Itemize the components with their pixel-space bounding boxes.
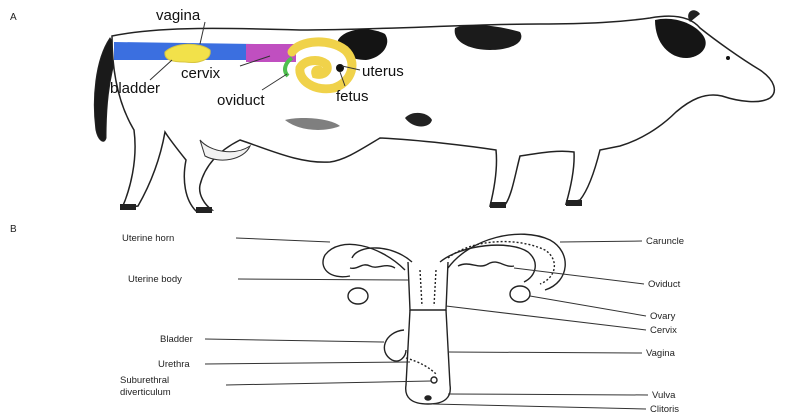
cow-illustration	[94, 10, 774, 213]
leader-suburethral	[226, 381, 431, 385]
bladder-b	[384, 330, 406, 361]
panel-b-letter: B	[10, 224, 17, 235]
leader-urethra	[205, 362, 410, 364]
label-b-caruncle: Caruncle	[646, 236, 684, 247]
vagina-tube	[406, 310, 451, 404]
label-b-ovary: Ovary	[650, 311, 676, 322]
cow-hoof-2	[196, 207, 212, 213]
leader-uterine-body	[238, 279, 408, 280]
ovary-right	[510, 286, 530, 302]
label-b-clitoris: Clitoris	[650, 404, 679, 415]
label-b-vulva: Vulva	[652, 390, 676, 401]
label-a-cervix: cervix	[181, 65, 221, 82]
label-b-urethra: Urethra	[158, 359, 190, 370]
leader-oviduct	[514, 268, 644, 284]
ovary-left	[348, 288, 368, 304]
leader-vulva	[448, 394, 648, 395]
suburethral-diverticulum-b	[431, 377, 437, 383]
uterine-horns-outer-right	[448, 234, 565, 290]
uterine-horns-inner-left	[352, 248, 412, 262]
label-a-oviduct: oviduct	[217, 92, 265, 109]
label-a-fetus: fetus	[336, 88, 369, 105]
reproductive-tract-b	[323, 234, 565, 404]
label-b-vagina: Vagina	[646, 348, 676, 359]
cow-hoof-1	[120, 204, 136, 210]
cervix-rings	[420, 270, 436, 306]
oviduct-coil-left	[350, 265, 395, 268]
oviduct-coil-right	[458, 262, 514, 266]
leader-bladder	[205, 339, 384, 342]
caruncle-dots	[448, 242, 554, 284]
label-b-bladder: Bladder	[160, 334, 193, 345]
cow-ear	[688, 10, 700, 22]
label-b-oviduct: Oviduct	[648, 279, 681, 290]
leader-caruncle	[560, 241, 642, 242]
label-a-vagina: vagina	[156, 7, 201, 24]
fetus-shape	[336, 64, 344, 72]
cow-hoof-3	[490, 202, 506, 208]
clitoris-b	[425, 396, 431, 400]
panel-a-letter: A	[10, 12, 17, 23]
label-a-uterus: uterus	[362, 63, 404, 80]
cow-eye	[726, 56, 730, 60]
uterine-body	[408, 262, 448, 310]
leader-vagina	[448, 352, 642, 353]
cow-hoof-4	[566, 200, 582, 206]
label-b-suburethral-1: Suburethral	[120, 375, 169, 386]
leader-ovary	[530, 296, 646, 316]
label-b-cervix: Cervix	[650, 325, 677, 336]
label-a-bladder: bladder	[110, 80, 160, 97]
label-b-uterine-horn: Uterine horn	[122, 233, 174, 244]
leader-clitoris	[432, 404, 646, 409]
label-b-suburethral-2: diverticulum	[120, 387, 171, 398]
urethra-b	[406, 358, 436, 374]
leader-uterine-horn	[236, 238, 330, 242]
leader-cervix	[446, 306, 646, 330]
label-b-uterine-body: Uterine body	[128, 274, 182, 285]
